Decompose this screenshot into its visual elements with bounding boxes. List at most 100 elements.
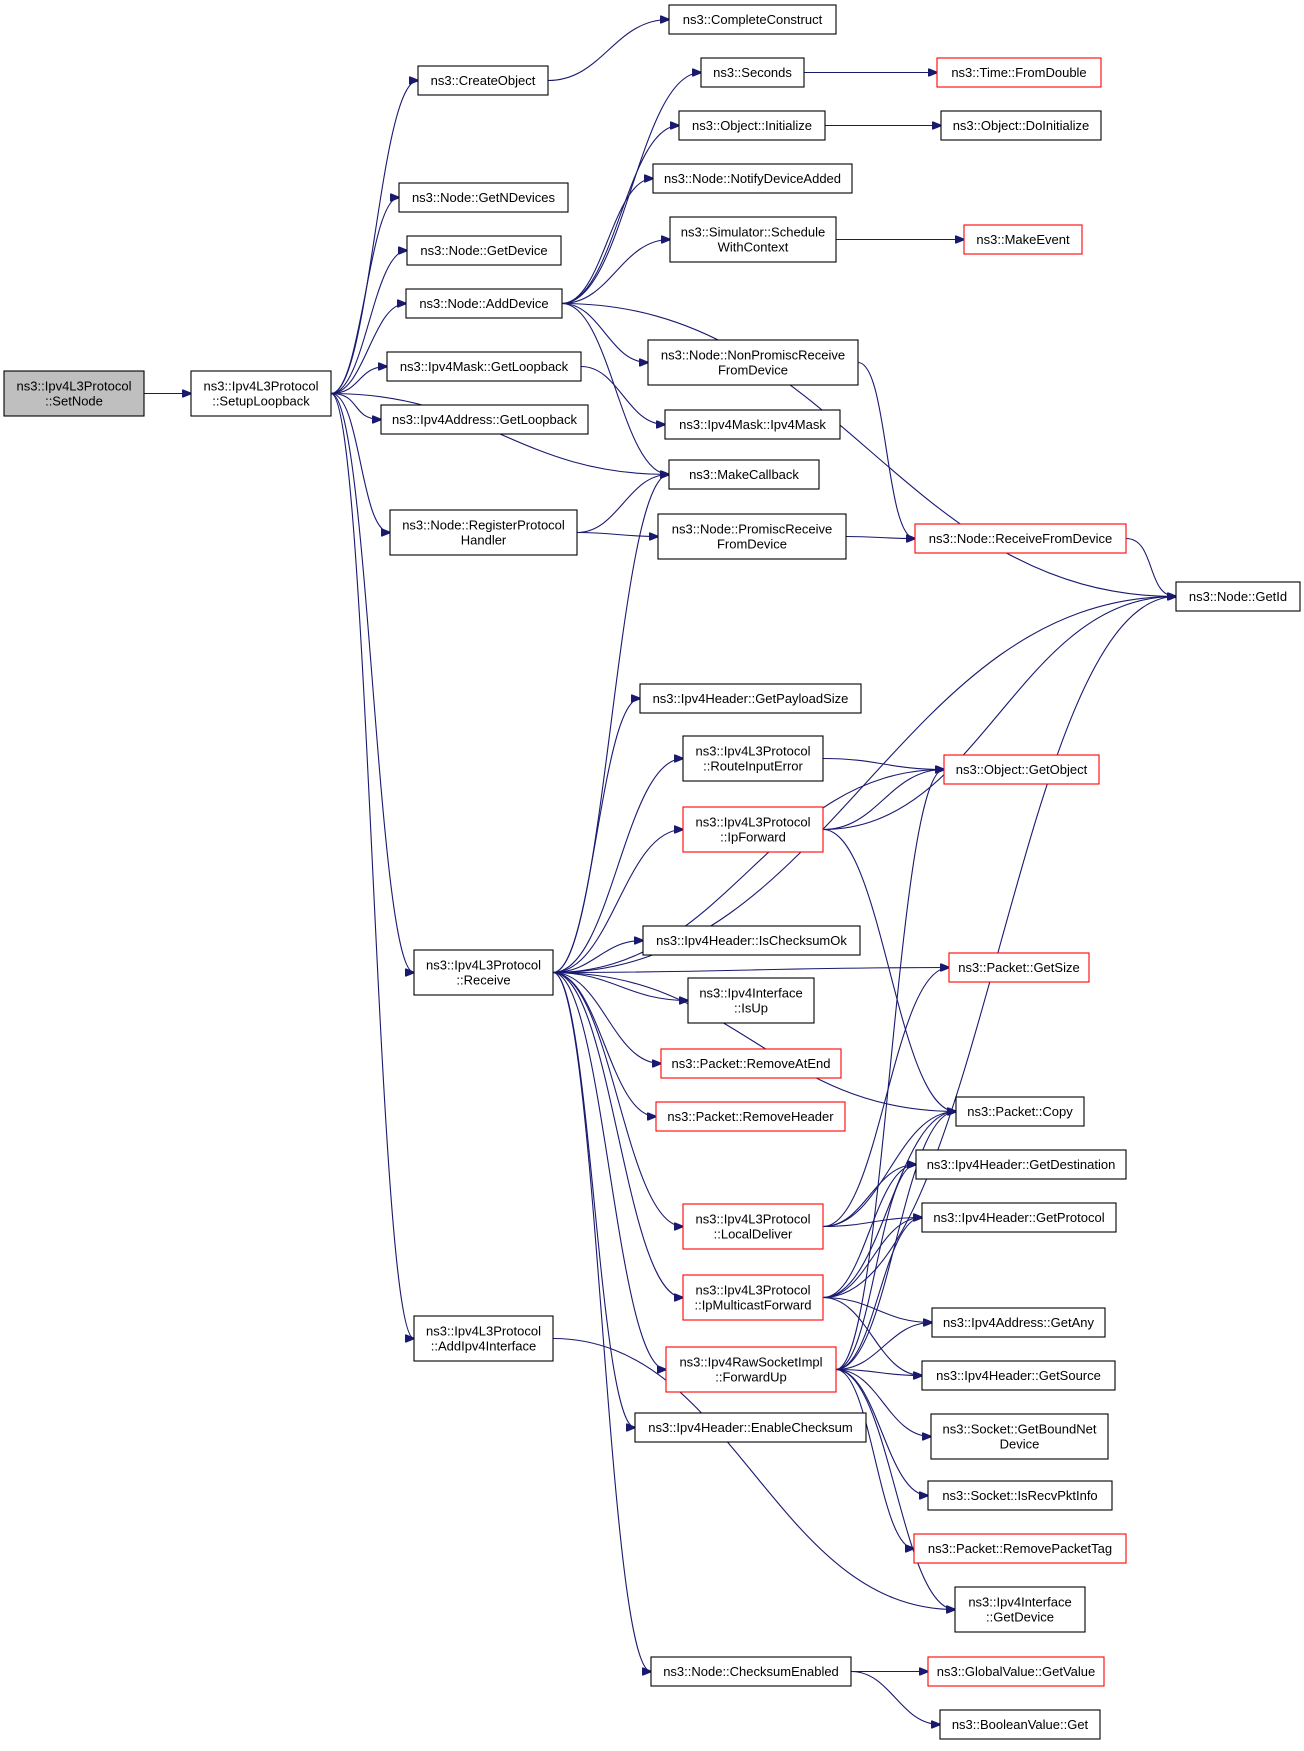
node-label: ns3::Socket::GetBoundNet [943,1422,1097,1437]
node-label: ns3::GlobalValue::GetValue [937,1664,1096,1679]
edge-ipmulticastforward-to-getsource [822,1296,922,1376]
node-initialize[interactable]: ns3::Object::Initialize [678,110,826,141]
edge-receive-to-forwardup [552,971,666,1370]
node-label: ::AddIpv4Interface [431,1339,537,1354]
node-getid[interactable]: ns3::Node::GetId [1175,581,1301,612]
node-label: ns3::Ipv4Header::IsChecksumOk [656,933,847,948]
node-box [682,735,824,782]
node-removeatend[interactable]: ns3::Packet::RemoveAtEnd [660,1048,842,1079]
edge-setuploopback-to-getndevices [330,198,399,395]
node-globalgetvalue[interactable]: ns3::GlobalValue::GetValue [927,1656,1105,1687]
edge-localdeliver-to-copy [822,1112,956,1228]
edge-ipforward-to-getid [822,597,1176,831]
node-box [668,459,820,490]
edge-maskgetloopback-to-ipv4mask [580,365,665,425]
node-box [398,182,569,213]
node-forwardup[interactable]: ns3::Ipv4RawSocketImpl::ForwardUp [665,1346,837,1393]
node-box [927,1480,1113,1511]
node-ipforward[interactable]: ns3::Ipv4L3Protocol::IpForward [682,806,824,853]
edge-ipforward-to-copy [822,828,956,1112]
edge-forwardup-to-getboundnetdevice [835,1368,931,1437]
edge-receive-to-copy [552,971,956,1112]
node-makeevent[interactable]: ns3::MakeEvent [963,224,1083,255]
node-isup[interactable]: ns3::Ipv4Interface::IsUp [687,977,815,1024]
node-receive[interactable]: ns3::Ipv4L3Protocol::Receive [413,949,554,996]
node-booleanget[interactable]: ns3::BooleanValue::Get [939,1709,1101,1740]
node-createobject[interactable]: ns3::CreateObject [417,65,549,96]
node-localdeliver[interactable]: ns3::Ipv4L3Protocol::LocalDeliver [682,1203,824,1250]
node-fromdouble[interactable]: ns3::Time::FromDouble [936,57,1102,88]
edge-setuploopback-to-addrgetloopback [330,392,381,420]
node-getpayloadsize[interactable]: ns3::Ipv4Header::GetPayloadSize [639,683,862,714]
edge-receive-to-getpayloadsize [552,699,640,974]
node-setnode[interactable]: ns3::Ipv4L3Protocol::SetNode [3,370,145,417]
node-label: FromDevice [717,537,787,552]
node-isrecvpktinfo[interactable]: ns3::Socket::IsRecvPktInfo [927,1480,1113,1511]
node-addipv4interface[interactable]: ns3::Ipv4L3Protocol::AddIpv4Interface [413,1315,554,1362]
node-label: ns3::Packet::GetSize [958,960,1079,975]
node-box [657,513,847,560]
node-adddevice[interactable]: ns3::Node::AddDevice [405,288,563,319]
edge-setuploopback-to-receive [330,392,414,973]
node-label: Device [1000,1437,1040,1452]
node-getobject[interactable]: ns3::Object::GetObject [943,754,1100,785]
edge-setuploopback-to-addipv4interface [330,392,414,1339]
node-receivefromdevice[interactable]: ns3::Node::ReceiveFromDevice [914,523,1127,554]
node-box [913,1533,1127,1564]
node-enablechecksum[interactable]: ns3::Ipv4Header::EnableChecksum [634,1412,867,1443]
node-completeconstruct[interactable]: ns3::CompleteConstruct [668,4,837,35]
node-box [930,1413,1109,1460]
node-label: ns3::Ipv4L3Protocol [696,744,811,759]
node-getdestination[interactable]: ns3::Ipv4Header::GetDestination [915,1149,1127,1180]
node-box [642,925,861,956]
node-label: ns3::Node::GetNDevices [412,190,556,205]
node-box [700,57,805,88]
edge-localdeliver-to-getsize [822,968,949,1228]
node-ipmulticastforward[interactable]: ns3::Ipv4L3Protocol::IpMulticastForward [682,1274,824,1321]
node-label: ns3::Packet::RemoveAtEnd [672,1056,831,1071]
node-box [914,523,1127,554]
node-routeinputerror[interactable]: ns3::Ipv4L3Protocol::RouteInputError [682,735,824,782]
node-label: ns3::Node::NotifyDeviceAdded [664,171,841,186]
node-ipv4mask[interactable]: ns3::Ipv4Mask::Ipv4Mask [664,409,841,440]
node-removeheader[interactable]: ns3::Packet::RemoveHeader [655,1101,846,1132]
node-label: ns3::Packet::RemovePacketTag [928,1541,1112,1556]
node-label: ns3::Ipv4Interface [968,1595,1071,1610]
node-label: ns3::Ipv4Mask::GetLoopback [400,359,569,374]
node-ischecksumok[interactable]: ns3::Ipv4Header::IsChecksumOk [642,925,861,956]
node-checksumenabled[interactable]: ns3::Node::ChecksumEnabled [650,1656,852,1687]
node-label: ns3::Node::RegisterProtocol [402,518,565,533]
node-seconds[interactable]: ns3::Seconds [700,57,805,88]
node-getsource[interactable]: ns3::Ipv4Header::GetSource [921,1360,1116,1391]
node-copy[interactable]: ns3::Packet::Copy [955,1096,1085,1127]
node-box [417,65,549,96]
node-box [1175,581,1301,612]
node-label: ns3::Node::ReceiveFromDevice [929,531,1113,546]
node-ifacegetdevice[interactable]: ns3::Ipv4Interface::GetDevice [954,1586,1086,1633]
node-getprotocol[interactable]: ns3::Ipv4Header::GetProtocol [921,1202,1117,1233]
edge-receive-to-getsize [552,968,949,974]
node-makecallback[interactable]: ns3::MakeCallback [668,459,820,490]
node-setuploopback[interactable]: ns3::Ipv4L3Protocol::SetupLoopback [190,370,332,417]
edge-forwardup-to-getany [835,1323,932,1371]
node-addrgetloopback[interactable]: ns3::Ipv4Address::GetLoopback [380,404,589,435]
node-label: ns3::CompleteConstruct [683,12,823,27]
node-maskgetloopback[interactable]: ns3::Ipv4Mask::GetLoopback [386,351,582,382]
node-doinitialize[interactable]: ns3::Object::DoInitialize [940,110,1102,141]
node-getany[interactable]: ns3::Ipv4Address::GetAny [931,1307,1106,1338]
node-getdevice[interactable]: ns3::Node::GetDevice [406,235,562,266]
node-label: ns3::Node::AddDevice [419,296,548,311]
node-getsize[interactable]: ns3::Packet::GetSize [948,952,1090,983]
edge-setuploopback-to-registerprotocol [330,392,390,533]
node-label: ::IpForward [720,830,786,845]
node-getndevices[interactable]: ns3::Node::GetNDevices [398,182,569,213]
node-label: ns3::Seconds [713,65,792,80]
edge-receive-to-checksumenabled [552,971,651,1672]
node-notifydeviceadded[interactable]: ns3::Node::NotifyDeviceAdded [652,163,853,194]
node-removepackettag[interactable]: ns3::Packet::RemovePacketTag [913,1533,1127,1564]
